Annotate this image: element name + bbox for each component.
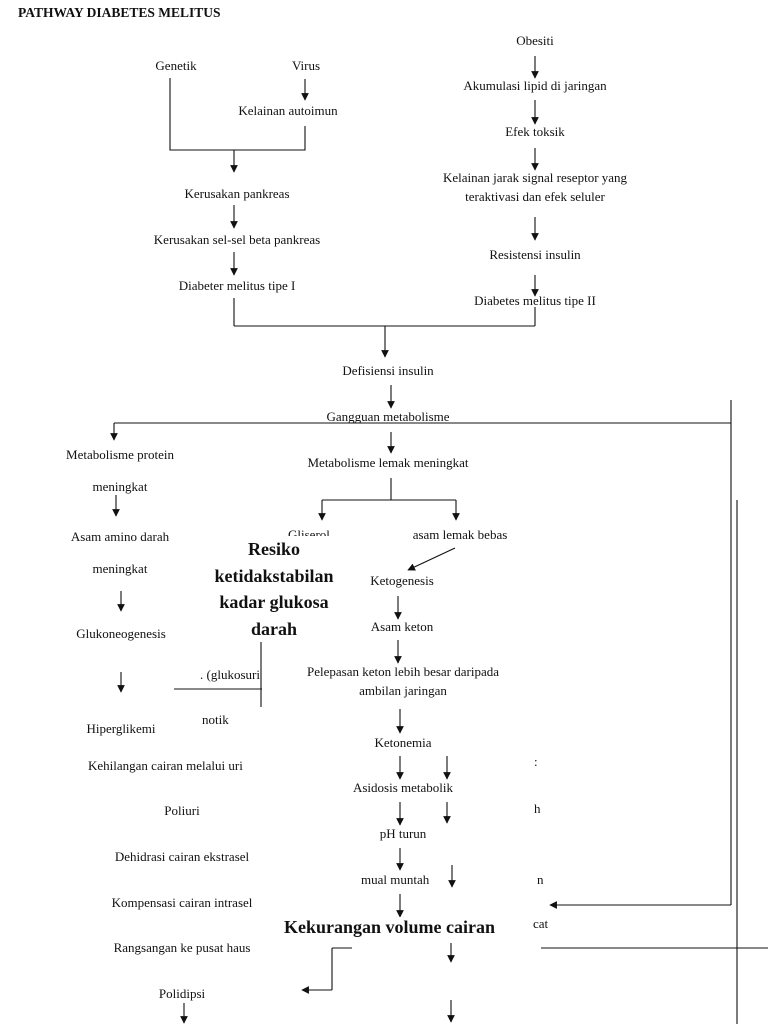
fragment-h: h	[534, 801, 541, 816]
node-ketogenesis: Ketogenesis	[370, 573, 434, 588]
label-resiko-line2: ketidakstabilan	[214, 565, 334, 586]
fragment-colon: :	[534, 754, 538, 769]
label-kekurangan-volume-cairan: Kekurangan volume cairan	[282, 917, 498, 938]
node-ketonemia: Ketonemia	[374, 735, 432, 750]
node-rangsangan: Rangsangan ke pusat haus	[113, 940, 251, 955]
node-asam-amino-line1: Asam amino darah	[70, 529, 170, 544]
node-defisiensi-insulin: Defisiensi insulin	[342, 363, 434, 378]
node-hiperglikemi: Hiperglikemi	[86, 721, 156, 736]
node-akumulasi-lipid: Akumulasi lipid di jaringan	[463, 78, 607, 93]
node-ph-turun: pH turun	[379, 826, 427, 841]
node-kompensasi: Kompensasi cairan intrasel	[111, 895, 253, 910]
node-metabolisme-protein-line2: meningkat	[92, 479, 148, 494]
node-dm-tipe-1: Diabeter melitus tipe I	[178, 278, 296, 293]
node-genetik: Genetik	[155, 58, 197, 73]
node-kerusakan-sel-beta: Kerusakan sel-sel beta pankreas	[153, 232, 321, 247]
node-obesiti: Obesiti	[516, 33, 554, 48]
fragment-glukosuri: . (glukosuri	[200, 667, 260, 682]
node-gangguan-metabolisme: Gangguan metabolisme	[326, 409, 450, 424]
node-asam-keton: Asam keton	[370, 619, 434, 634]
node-resistensi-insulin: Resistensi insulin	[489, 247, 581, 262]
node-kelainan-autoimun: Kelainan autoimun	[238, 103, 338, 118]
label-resiko-line3: kadar glukosa	[219, 592, 329, 612]
node-poliuri: Poliuri	[164, 803, 200, 818]
node-glukoneogenesis: Glukoneogenesis	[76, 626, 166, 641]
node-dm-tipe-2: Diabetes melitus tipe II	[474, 293, 596, 308]
label-resiko-line1: Resiko	[247, 539, 300, 559]
node-kerusakan-pankreas: Kerusakan pankreas	[184, 186, 290, 201]
node-dehidrasi: Dehidrasi cairan ekstrasel	[114, 849, 250, 864]
node-kelainan-jarak-line1: Kelainan jarak signal reseptor yang	[442, 170, 628, 185]
node-mual-muntah: mual muntah	[361, 872, 430, 887]
node-kehilangan-cairan: Kehilangan cairan melalui uri	[88, 758, 243, 773]
node-efek-toksik: Efek toksik	[505, 124, 565, 139]
fragment-cat: cat	[533, 916, 549, 931]
label-resiko-line4: darah	[250, 618, 297, 639]
label-resiko-glukosa: Resiko ketidakstabilan kadar glukosa dar…	[198, 536, 350, 642]
fragment-notik: notik	[202, 712, 229, 727]
node-kelainan-jarak-line2: teraktivasi dan efek seluler	[465, 189, 605, 204]
node-virus: Virus	[291, 58, 321, 73]
node-pelepasan-keton-line2: ambilan jaringan	[359, 683, 447, 698]
fragment-n: n	[537, 872, 544, 887]
page-title: PATHWAY DIABETES MELITUS	[18, 5, 221, 20]
node-metabolisme-lemak: Metabolisme lemak meningkat	[307, 455, 469, 470]
node-metabolisme-protein-line1: Metabolisme protein	[66, 447, 174, 462]
node-asidosis-metabolik: Asidosis metabolik	[352, 780, 454, 795]
node-asam-amino-line2: meningkat	[92, 561, 148, 576]
node-pelepasan-keton-line1: Pelepasan keton lebih besar daripada	[306, 664, 500, 679]
node-polidipsi: Polidipsi	[158, 986, 206, 1001]
node-asam-lemak-bebas: asam lemak bebas	[412, 527, 508, 542]
